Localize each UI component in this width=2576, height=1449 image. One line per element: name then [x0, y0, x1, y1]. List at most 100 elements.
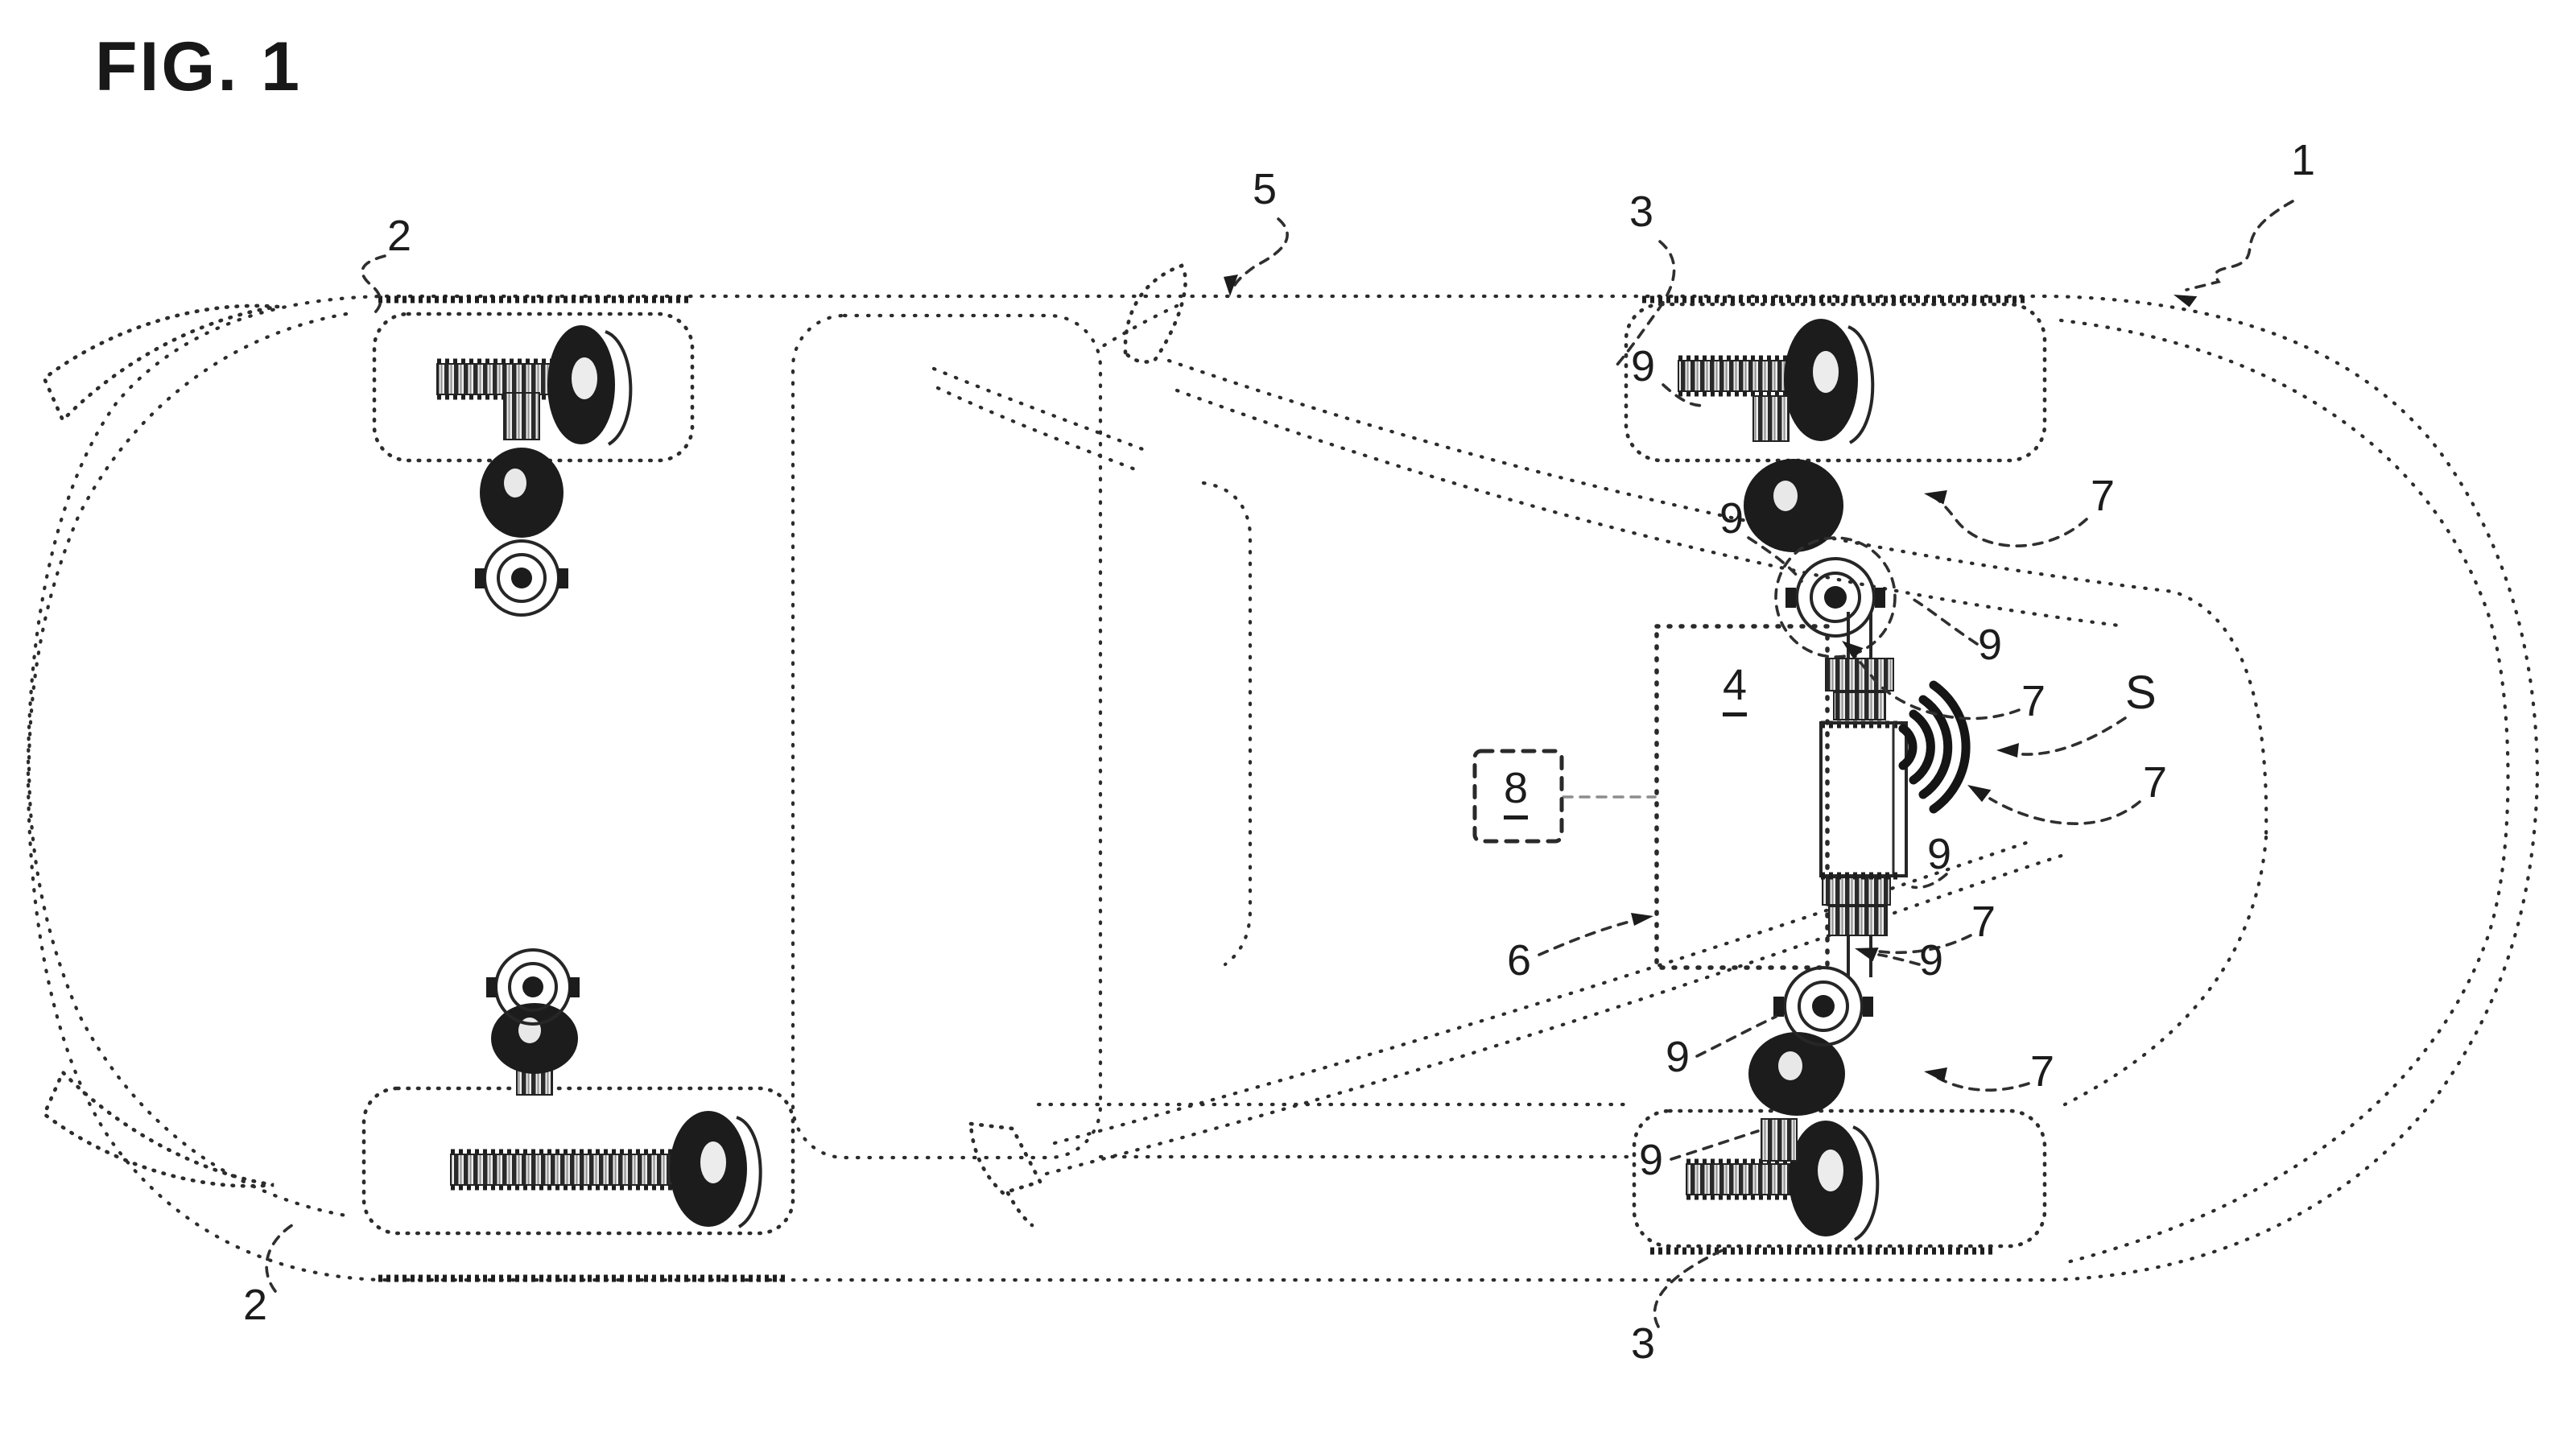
disc-lug-left	[486, 977, 497, 997]
ref-label-7-d: 7	[1971, 898, 1996, 946]
ref-label-2-bottom: 2	[243, 1281, 268, 1329]
leader-9f	[1695, 1015, 1777, 1058]
cabin-outline	[791, 263, 2268, 1228]
joint-cluster-detail	[504, 469, 526, 497]
leader-7c	[1988, 797, 2141, 825]
greenhouse-sweep-top-a	[1166, 358, 2268, 840]
joint-cluster-detail	[1778, 1051, 1802, 1080]
ref-label-9-b: 9	[1719, 494, 1744, 543]
motor-top-lug-left	[1785, 588, 1796, 608]
leader-9d	[1911, 873, 1948, 890]
tire-outline	[1632, 1108, 2047, 1249]
leader-6	[1538, 918, 1641, 956]
leader-7d	[1868, 934, 1972, 955]
leader-9g	[1670, 1129, 1760, 1161]
rear-deck-closing-curve	[2062, 835, 2268, 1107]
leader-2-bottom	[265, 1222, 296, 1293]
drive-shaft-top	[1847, 612, 1872, 662]
mirror-connector-top	[1100, 303, 1179, 349]
brake-caliper-detail	[1818, 1150, 1843, 1191]
leader-9e	[1877, 953, 1921, 966]
coupling-top-a	[1825, 658, 1894, 691]
ref-label-7-b: 7	[2021, 677, 2046, 725]
link-knurl	[1752, 395, 1790, 442]
coupling-top-b	[1833, 691, 1886, 720]
leader-7e	[1935, 1075, 2030, 1092]
ref-label-7-c: 7	[2143, 758, 2168, 807]
greenhouse-sweep-top-b	[1174, 388, 2128, 629]
axle-threaded-shaft	[1686, 1163, 1800, 1195]
sound-waves	[1898, 680, 1971, 814]
ref-label-8: 8	[1504, 766, 1529, 819]
leader-7d-arrowhead	[1855, 947, 1879, 962]
ref-label-9-c: 9	[1978, 621, 2003, 669]
body-inner-right-outline	[2058, 318, 2510, 1266]
motor-disc-top-core	[1824, 586, 1847, 609]
ref-label-5: 5	[1253, 165, 1278, 213]
axle-threaded-shaft	[436, 363, 564, 395]
disc-lug-right	[569, 977, 580, 997]
caliper-bracket-hook	[1852, 1125, 1880, 1241]
reference-leaders	[265, 200, 2294, 1328]
leader-1	[2185, 200, 2294, 291]
leader-2-top	[361, 254, 386, 314]
a-pillar-line-a	[931, 366, 1154, 455]
wheel-assembly-bottom-left	[361, 948, 795, 1282]
ref-label-4: 4	[1723, 663, 1748, 716]
ref-label-S: S	[2125, 667, 2157, 719]
tire-outline	[372, 312, 695, 463]
link-knurl	[503, 392, 540, 440]
actuator-disc-mid	[497, 553, 547, 603]
greenhouse-sweep-bottom-a	[1044, 851, 2071, 1176]
wheel-assembly-front-left	[372, 295, 695, 617]
brake-caliper-detail	[700, 1141, 726, 1183]
caliper-bracket-hook	[1847, 325, 1875, 444]
actuator-disc-core	[522, 976, 543, 997]
motor-disc-bottom-outer	[1783, 966, 1864, 1046]
disc-lug-left	[475, 568, 485, 588]
drive-unit	[1472, 557, 1908, 1046]
leader-7a	[1932, 495, 2088, 547]
side-mirror-bottom	[968, 1121, 1043, 1195]
axle-threaded-shaft	[1678, 360, 1796, 392]
control-unit-box	[1472, 749, 1564, 844]
door-seam-line	[1201, 481, 1253, 967]
motor-bottom-lug-left	[1773, 997, 1784, 1017]
greenhouse-sweep-bottom-b	[1052, 840, 2031, 1146]
sound-wave-arc-2	[1909, 709, 1935, 785]
brake-caliper-detail	[572, 357, 597, 399]
figure-title: FIG. 1	[95, 28, 302, 105]
sound-wave-arc-4	[1929, 680, 1971, 814]
motor-bottom-lug-right	[1863, 997, 1873, 1017]
caliper-bracket-hook	[605, 330, 633, 446]
motor-disc-bottom-mid	[1798, 980, 1849, 1032]
leader-3-bottom	[1653, 1248, 1726, 1328]
leader-S-arrowhead	[1996, 743, 2019, 758]
sound-wave-arc-3	[1918, 695, 1953, 799]
joint-cluster-detail	[1773, 481, 1798, 511]
motor-disc-top-outer	[1795, 557, 1876, 638]
ref-label-7-e: 7	[2030, 1047, 2055, 1096]
ref-label-9-d: 9	[1927, 830, 1952, 878]
wheel-assembly-top-right	[1624, 295, 2047, 658]
leader-9b	[1747, 536, 1803, 583]
ref-label-3-bottom: 3	[1631, 1319, 1656, 1368]
ref-label-9-e: 9	[1919, 936, 1944, 985]
axle-threaded-shaft	[450, 1154, 693, 1186]
link-knurl	[1761, 1118, 1798, 1162]
sound-wave-arc-1	[1898, 724, 1918, 770]
leader-7b	[1847, 646, 2021, 720]
leader-7b-arrowhead	[1842, 641, 1864, 659]
leader-6-arrowhead	[1631, 913, 1653, 926]
leader-5-arrowhead	[1224, 275, 1238, 296]
joint-dashed-ring	[1774, 536, 1897, 658]
ref-label-9-f: 9	[1666, 1033, 1690, 1081]
caliper-bracket-hook	[736, 1116, 762, 1228]
side-mirror-bottom-tail	[1005, 1191, 1034, 1228]
ref-label-9-g: 9	[1639, 1136, 1664, 1184]
motor-disc-bottom-core	[1812, 995, 1835, 1018]
body-inner-left-outline	[27, 312, 349, 1218]
ref-label-7-a: 7	[2091, 472, 2116, 520]
